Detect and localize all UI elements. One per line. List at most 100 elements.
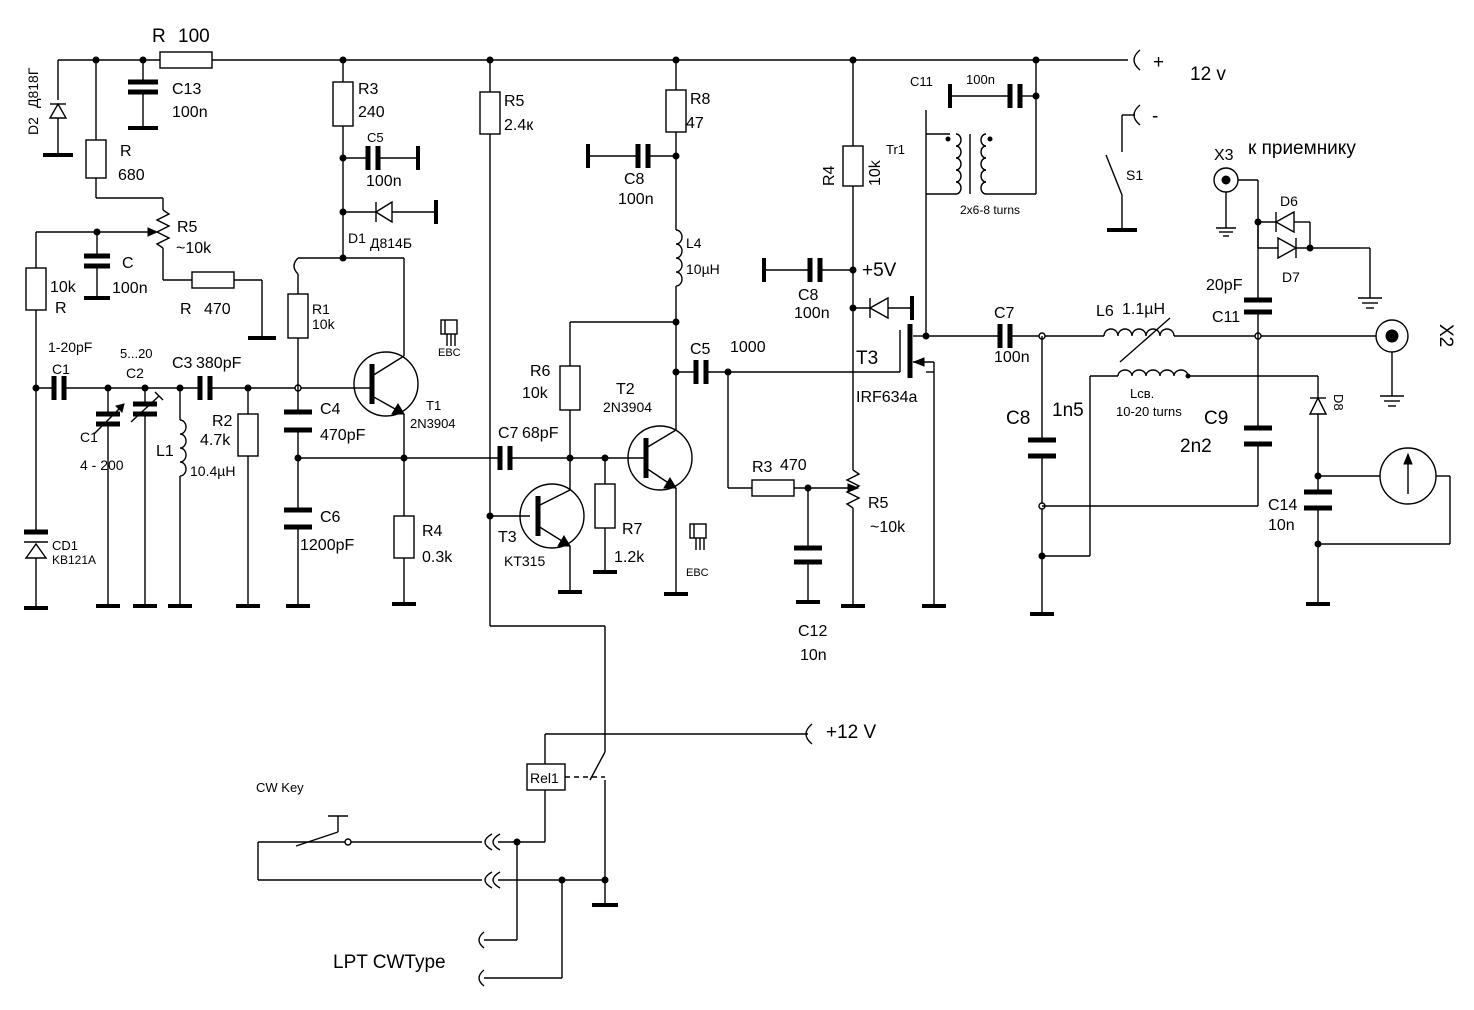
- d1-label: D1: [348, 230, 366, 246]
- c11-rx-value: 20pF: [1206, 277, 1243, 294]
- capacitor-c13: [128, 60, 158, 130]
- zener-d1: [343, 200, 438, 224]
- resistor-r4-emitter: [392, 515, 416, 606]
- t1-pinout: EBC: [438, 347, 461, 359]
- r6-value: 10k: [522, 385, 549, 402]
- c11-top-label: C11: [910, 74, 933, 89]
- meter-icon: [1318, 447, 1451, 545]
- inductor-l4: [672, 229, 683, 412]
- l1-value: 10.4µH: [190, 463, 235, 479]
- c7-output-value: 100n: [994, 349, 1030, 366]
- t3-kt315-label: T3: [498, 529, 517, 546]
- t2-pinout: EBC: [686, 567, 709, 579]
- c1-trim-value: 1-20pF: [48, 339, 92, 355]
- connector-x2: [1375, 319, 1409, 407]
- resistor-r680: [85, 60, 163, 199]
- r3-value: 240: [358, 104, 385, 121]
- r5-24k-value: 2.4к: [504, 117, 534, 134]
- d1-type: Д814Б: [370, 235, 412, 251]
- r5-pot-value: ~10k: [176, 240, 212, 257]
- c7-output-label: C7: [994, 305, 1015, 322]
- r3-470-label: R3: [752, 459, 773, 476]
- resistor-r1: [287, 257, 404, 412]
- c11-top-value: 100n: [966, 72, 995, 87]
- capacitor-c7-output: [926, 324, 1104, 348]
- capacitor-c-left: [84, 232, 110, 300]
- c7-coupling-label: C7: [498, 425, 519, 442]
- r470-label: R: [180, 301, 192, 318]
- capacitor-c5-top: [343, 146, 420, 170]
- lsv-turns: 10-20 turns: [1116, 404, 1182, 419]
- c13-value: 100n: [172, 104, 208, 121]
- c1-trim-label: C1: [52, 361, 70, 377]
- capacitor-c11-top: [948, 84, 1040, 108]
- c-left-value: 100n: [112, 280, 148, 297]
- t1-label: T1: [426, 398, 441, 413]
- c12-value: 10n: [800, 647, 827, 664]
- c-left-label: C: [122, 255, 134, 272]
- tr1-label: Tr1: [886, 142, 905, 157]
- c2-label: C2: [126, 365, 144, 381]
- diode-gate: [853, 296, 914, 320]
- capacitor-c8-output: [1028, 336, 1056, 616]
- l4-value: 10µH: [686, 261, 720, 277]
- supply-rail: [58, 49, 1141, 71]
- transistor-t1: [353, 258, 419, 516]
- capacitor-c8-decoupling: [586, 144, 676, 168]
- c5-top-value: 100n: [366, 173, 402, 190]
- t3-mosfet-type: IRF634a: [856, 389, 917, 406]
- resistor-r7: [593, 458, 617, 574]
- transformer-tr1: [926, 60, 1037, 195]
- resistor-r8: [665, 60, 687, 230]
- r7-value: 1.2k: [614, 549, 645, 566]
- plus-terminal-label: +: [1153, 52, 1164, 73]
- c8-output-label: C8: [1006, 408, 1030, 429]
- c3-value: 380pF: [196, 355, 242, 372]
- c14-value: 10n: [1268, 517, 1295, 534]
- r10k-value: 10k: [50, 279, 77, 296]
- c11-rx-label: C11: [1212, 309, 1240, 326]
- r470-value: 470: [204, 301, 231, 318]
- inductor-l1: [168, 388, 192, 608]
- c5-top-label: C5: [367, 130, 384, 145]
- s1-label: S1: [1126, 167, 1143, 183]
- r8-value: 47: [686, 115, 704, 132]
- potentiometer-r5-left: [36, 198, 276, 340]
- resistor-r5-24k: [479, 60, 530, 626]
- r3-label: R3: [358, 81, 379, 98]
- c14-label: C14: [1268, 497, 1297, 514]
- cw-key-label: CW Key: [256, 780, 304, 795]
- d2-type: Д818Г: [25, 67, 41, 108]
- capacitor-c9: [1042, 336, 1272, 507]
- mosfet-t3: [899, 110, 946, 608]
- emitter-bus: [298, 446, 646, 470]
- x3-destination: к приемнику: [1248, 138, 1356, 159]
- capacitor-c11-rx: [1244, 297, 1272, 336]
- keying-circuit: [478, 625, 813, 987]
- variable-capacitor-c1: [93, 388, 125, 608]
- d6-label: D6: [1280, 193, 1298, 209]
- d8-label: D8: [1331, 394, 1346, 411]
- c9-value: 2n2: [1180, 436, 1212, 457]
- r2-value: 4.7k: [200, 432, 231, 449]
- c9-label: C9: [1204, 408, 1228, 429]
- cd1-type: KB121A: [52, 553, 96, 567]
- diodes-d6-d7: [1257, 210, 1382, 309]
- r680-label: R: [120, 143, 132, 160]
- transistor-t2: [627, 412, 693, 596]
- supply-voltage-label: 12 v: [1190, 64, 1226, 85]
- tr1-turns: 2x6-8 turns: [960, 203, 1020, 217]
- r6-label: R6: [530, 363, 551, 380]
- resistor-r10k-left: [25, 232, 47, 388]
- r7-label: R7: [622, 521, 643, 538]
- relay-label: Rel1: [530, 770, 559, 786]
- resistor-r4-10k: [841, 60, 865, 608]
- capacitor-c6: [284, 507, 312, 608]
- r680-value: 680: [118, 167, 145, 184]
- t3-kt315-type: KT315: [504, 553, 545, 569]
- capacitor-c8-5v: [762, 258, 853, 282]
- cw-key-icon: [257, 815, 482, 881]
- lsv-label: Lсв.: [1130, 386, 1154, 401]
- capacitor-c12: [794, 488, 822, 604]
- c5-coupling-value: 1000: [730, 339, 766, 356]
